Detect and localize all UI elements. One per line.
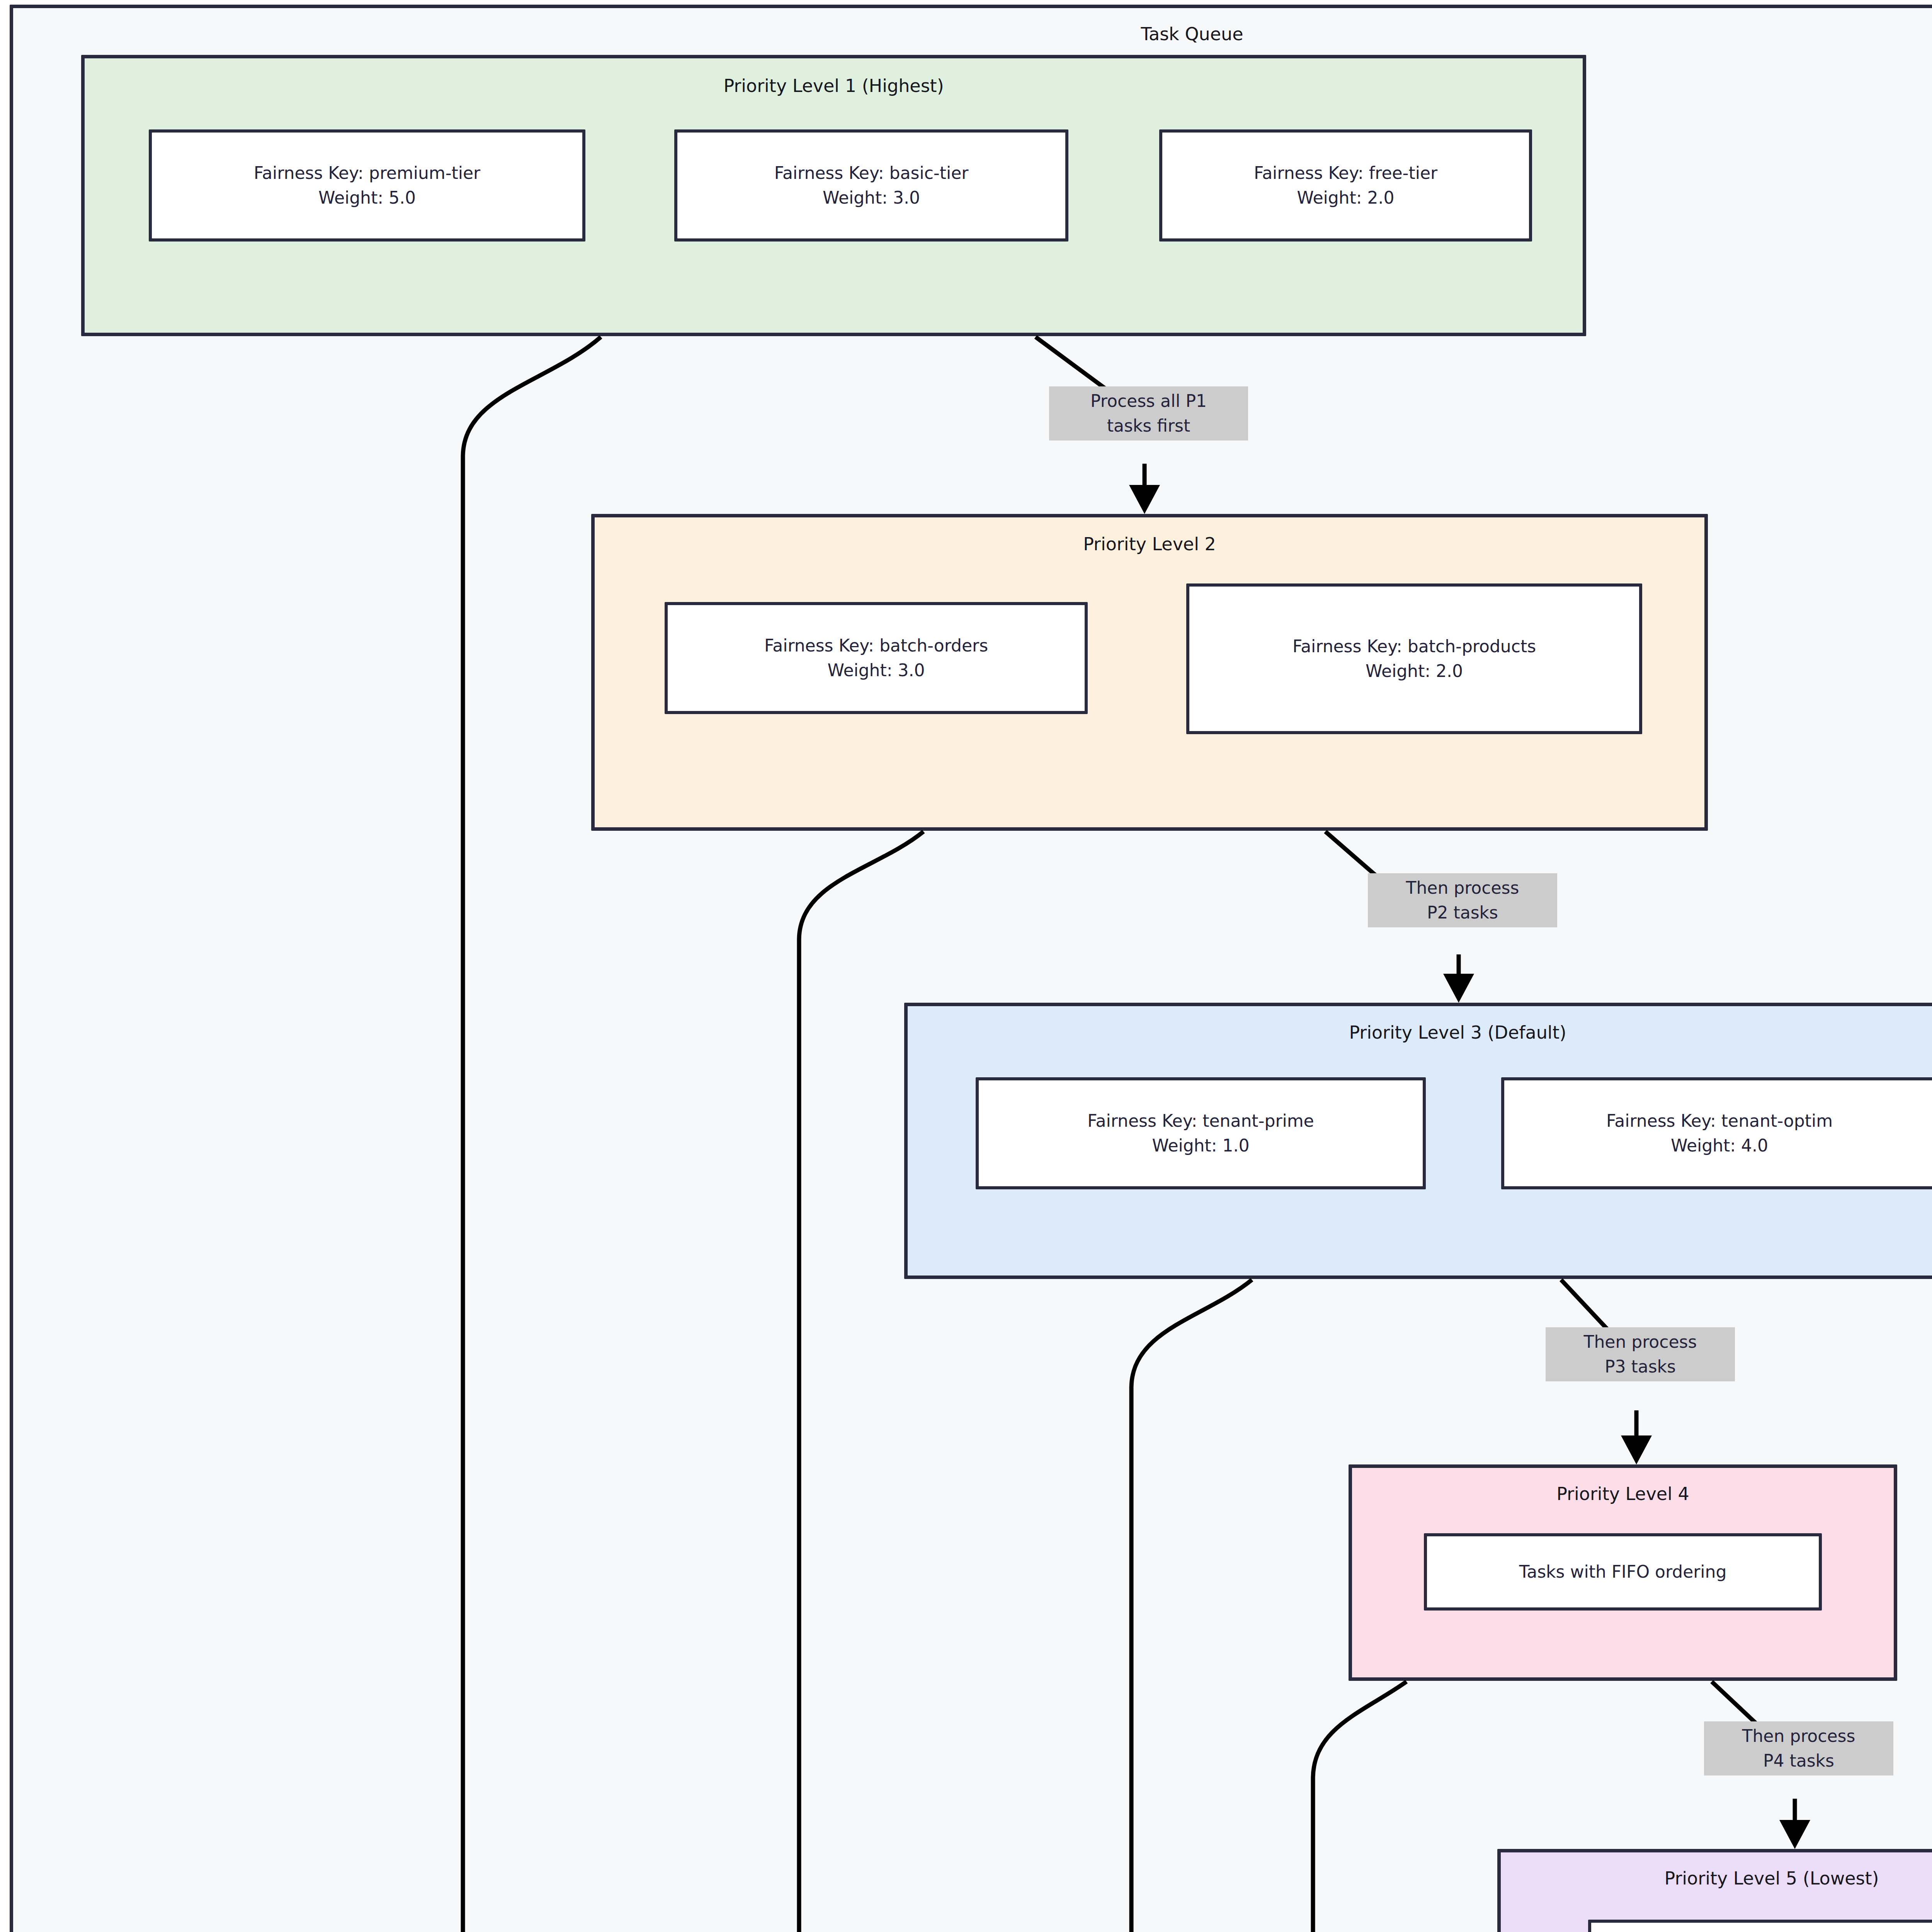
- fairness-key-label: Fairness Key: batch-orders: [764, 633, 988, 658]
- edge-label-p1-p2: Process all P1 tasks first: [1049, 386, 1248, 440]
- fairness-weight-label: Weight: 1.0: [1152, 1133, 1249, 1158]
- edge-p4-to-p5-upper: [1712, 1682, 1758, 1725]
- fairness-key-card[interactable]: Fairness Key: batch-products Weight: 2.0: [1186, 583, 1642, 734]
- edge-label-p2-p3: Then process P2 tasks: [1368, 873, 1557, 927]
- fairness-weight-label: Weight: 3.0: [823, 185, 920, 210]
- fairness-key-card[interactable]: Fairness Key: premium-tier Weight: 5.0: [149, 129, 585, 242]
- fairness-key-card[interactable]: Fairness Key: tenant-optim Weight: 4.0: [1501, 1077, 1932, 1189]
- cluster-priority-4-title: Priority Level 4: [1349, 1484, 1897, 1504]
- arrowhead-p3-p4: [1621, 1435, 1652, 1464]
- edge-p3-to-p4-upper: [1561, 1280, 1607, 1329]
- fairness-key-label: Fairness Key: tenant-optim: [1606, 1109, 1833, 1133]
- edge-label-line-1: Process all P1: [1053, 389, 1244, 413]
- task-queue-title: Task Queue: [10, 24, 1932, 44]
- fifo-task-card[interactable]: Tasks with FIFO ordering: [1588, 1920, 1932, 1932]
- edge-label-line-2: tasks first: [1053, 413, 1244, 438]
- cluster-priority-1-title: Priority Level 1 (Highest): [81, 76, 1586, 96]
- edge-p2-to-workers: [799, 832, 923, 1932]
- fairness-weight-label: Weight: 3.0: [827, 658, 925, 683]
- fairness-key-card[interactable]: Fairness Key: batch-orders Weight: 3.0: [665, 602, 1088, 714]
- fifo-task-card[interactable]: Tasks with FIFO ordering: [1424, 1533, 1822, 1611]
- edge-p1-to-p2-upper: [1036, 337, 1113, 394]
- edge-label-p3-p4: Then process P3 tasks: [1546, 1327, 1735, 1381]
- edge-label-line-2: P3 tasks: [1549, 1354, 1731, 1379]
- edge-label-line-1: Then process: [1708, 1724, 1889, 1748]
- fairness-weight-label: Weight: 2.0: [1297, 185, 1394, 210]
- fairness-key-label: Fairness Key: batch-products: [1293, 634, 1536, 659]
- arrowhead-p4-p5: [1779, 1820, 1810, 1849]
- fairness-key-label: Fairness Key: premium-tier: [254, 161, 480, 185]
- cluster-priority-3-title: Priority Level 3 (Default): [904, 1022, 1932, 1043]
- edge-label-line-1: Then process: [1372, 876, 1553, 900]
- fairness-key-card[interactable]: Fairness Key: tenant-prime Weight: 1.0: [976, 1077, 1426, 1189]
- fairness-weight-label: Weight: 2.0: [1366, 659, 1463, 684]
- fairness-key-card[interactable]: Fairness Key: basic-tier Weight: 3.0: [674, 129, 1068, 242]
- edge-label-line-2: P2 tasks: [1372, 900, 1553, 925]
- fairness-key-label: Fairness Key: tenant-prime: [1087, 1109, 1314, 1133]
- arrowhead-p1-p2: [1129, 485, 1160, 514]
- edge-p1-to-workers: [463, 337, 618, 1932]
- fairness-key-card[interactable]: Fairness Key: free-tier Weight: 2.0: [1159, 129, 1532, 242]
- fifo-task-label: Tasks with FIFO ordering: [1519, 1560, 1727, 1584]
- fairness-key-label: Fairness Key: basic-tier: [774, 161, 969, 185]
- arrowhead-p2-p3: [1443, 974, 1474, 1003]
- fairness-weight-label: Weight: 4.0: [1671, 1133, 1768, 1158]
- edge-p3-to-workers: [1078, 1280, 1252, 1932]
- fairness-key-label: Fairness Key: free-tier: [1254, 161, 1437, 185]
- edge-label-line-2: P4 tasks: [1708, 1748, 1889, 1773]
- cluster-priority-2-title: Priority Level 2: [591, 534, 1708, 554]
- edge-p4-to-workers: [1167, 1682, 1406, 1932]
- cluster-priority-5-title: Priority Level 5 (Lowest): [1497, 1868, 1932, 1889]
- edge-p2-to-p3-upper: [1325, 832, 1376, 875]
- edge-label-p4-p5: Then process P4 tasks: [1704, 1721, 1893, 1776]
- edge-label-line-1: Then process: [1549, 1330, 1731, 1354]
- fairness-weight-label: Weight: 5.0: [318, 185, 416, 210]
